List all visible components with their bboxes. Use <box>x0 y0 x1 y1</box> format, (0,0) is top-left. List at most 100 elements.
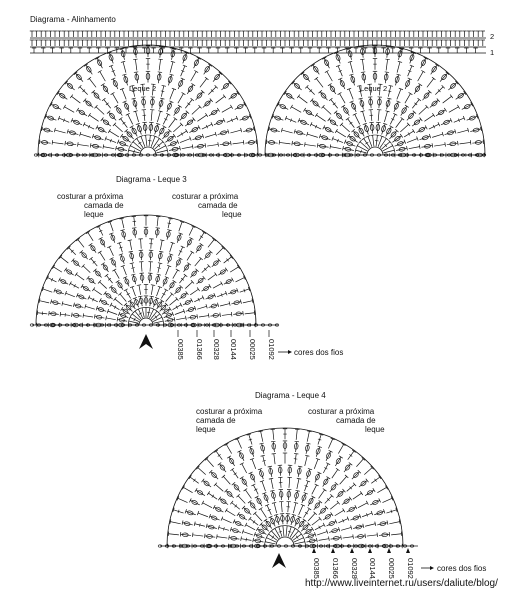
bobble-loop <box>279 104 286 110</box>
stitch-symbol <box>34 30 39 37</box>
stitch-symbol <box>250 30 255 37</box>
bobble-loop <box>162 278 168 285</box>
stitch-symbol <box>443 39 449 46</box>
stitch-stem <box>114 124 123 133</box>
leque3-note-right-line2: camada de <box>198 201 238 210</box>
stitch-cross <box>133 149 135 154</box>
stitch-symbol <box>89 30 94 37</box>
stitch-symbol <box>282 428 288 440</box>
stitch-symbol <box>360 110 366 123</box>
bobble-loop <box>329 119 337 126</box>
stitch-top <box>228 80 232 85</box>
stitch-symbol <box>421 143 434 149</box>
stitch-top <box>200 90 205 94</box>
stitch-top <box>73 71 78 75</box>
chain-stitch <box>453 153 459 157</box>
stitch-symbol <box>339 122 350 133</box>
stitch-symbol <box>158 250 164 262</box>
stitch-symbol <box>143 134 148 147</box>
stitch-symbol <box>183 262 192 273</box>
stitch-symbol <box>303 107 315 117</box>
stitch-stem <box>219 303 230 307</box>
stitch-top <box>170 60 176 63</box>
stitch-symbol <box>114 47 119 53</box>
stitch-symbol <box>86 275 96 285</box>
stitch-top <box>398 519 401 524</box>
bobble-loop <box>197 277 204 284</box>
stitch-symbol <box>318 505 329 515</box>
stitch-stem <box>304 455 308 467</box>
stitch-stem <box>39 300 50 304</box>
stitch-symbol <box>143 295 149 306</box>
stitch-stem <box>168 533 179 536</box>
stitch-stem <box>329 502 339 510</box>
stitch-symbol <box>74 272 85 281</box>
stitch-symbol <box>174 308 186 315</box>
stitch-top <box>199 256 203 261</box>
stitch-symbol <box>71 30 76 37</box>
stitch-symbol <box>204 457 214 467</box>
chain-stitch <box>276 544 282 548</box>
stitch-top <box>87 113 91 118</box>
stitch-stem <box>99 281 107 289</box>
stitch-symbol <box>318 488 327 499</box>
stitch-symbol <box>384 71 390 84</box>
stitch-cross <box>326 498 330 502</box>
stitch-symbol <box>143 215 149 226</box>
stitch-stem <box>457 129 469 134</box>
stitch-symbol <box>66 245 76 255</box>
alignment-base-chain <box>33 153 487 157</box>
stitch-symbol <box>476 30 481 37</box>
leque3-code-arrows <box>177 330 270 337</box>
code-pointer <box>406 548 410 553</box>
stitch-symbol <box>230 467 239 479</box>
stitch-symbol <box>317 47 322 53</box>
stitch-symbol <box>79 250 88 260</box>
bobble-loop <box>394 76 400 83</box>
stitch-symbol <box>58 254 69 264</box>
stitch-symbol <box>453 30 458 37</box>
stitch-symbol <box>390 47 395 53</box>
stitch-top <box>158 45 164 48</box>
fan-label-left: Leque 2 <box>129 84 156 93</box>
stitch-symbol <box>224 443 232 454</box>
stitch-symbol <box>223 254 234 264</box>
bobble-loop <box>41 140 49 145</box>
stitch-top <box>304 142 306 147</box>
stitch-top <box>273 513 279 516</box>
stitch-top <box>302 535 305 540</box>
bobble-loop <box>303 74 309 80</box>
bobble-loop <box>326 452 331 459</box>
stitch-symbol <box>442 94 454 104</box>
stitch-symbol <box>455 47 460 53</box>
stitch-symbol <box>196 465 206 475</box>
stitch-symbol <box>49 102 62 110</box>
stitch-symbol <box>219 301 231 307</box>
stitch-symbol <box>389 128 399 140</box>
bobble-loop <box>167 76 173 83</box>
bobble-loop <box>328 521 335 526</box>
stitch-symbol <box>217 129 230 136</box>
stitch-top <box>406 145 408 151</box>
bobble-loop <box>132 229 137 236</box>
stitch-symbol <box>122 276 130 287</box>
stitch-symbol <box>341 104 350 116</box>
stitch-cross <box>157 267 161 269</box>
stitch-cross <box>114 305 117 309</box>
stitch-top <box>257 468 263 471</box>
leque4-codes-label: cores dos fios <box>437 564 486 573</box>
stitch-top <box>378 498 381 503</box>
stitch-symbol <box>439 39 444 46</box>
leque4-note-left-line2: camada de <box>196 416 236 425</box>
chain-stitch <box>178 544 184 548</box>
chain-stitch <box>127 323 133 327</box>
stitch-symbol <box>208 302 220 309</box>
bobble-loop <box>167 136 174 142</box>
stitch-symbol <box>356 30 361 37</box>
stitch-symbol <box>296 477 302 490</box>
stitch-symbol <box>223 277 234 285</box>
stitch-symbol <box>167 139 180 147</box>
stitch-top <box>365 478 369 483</box>
stitch-symbol <box>428 122 441 130</box>
stitch-top <box>264 539 266 545</box>
